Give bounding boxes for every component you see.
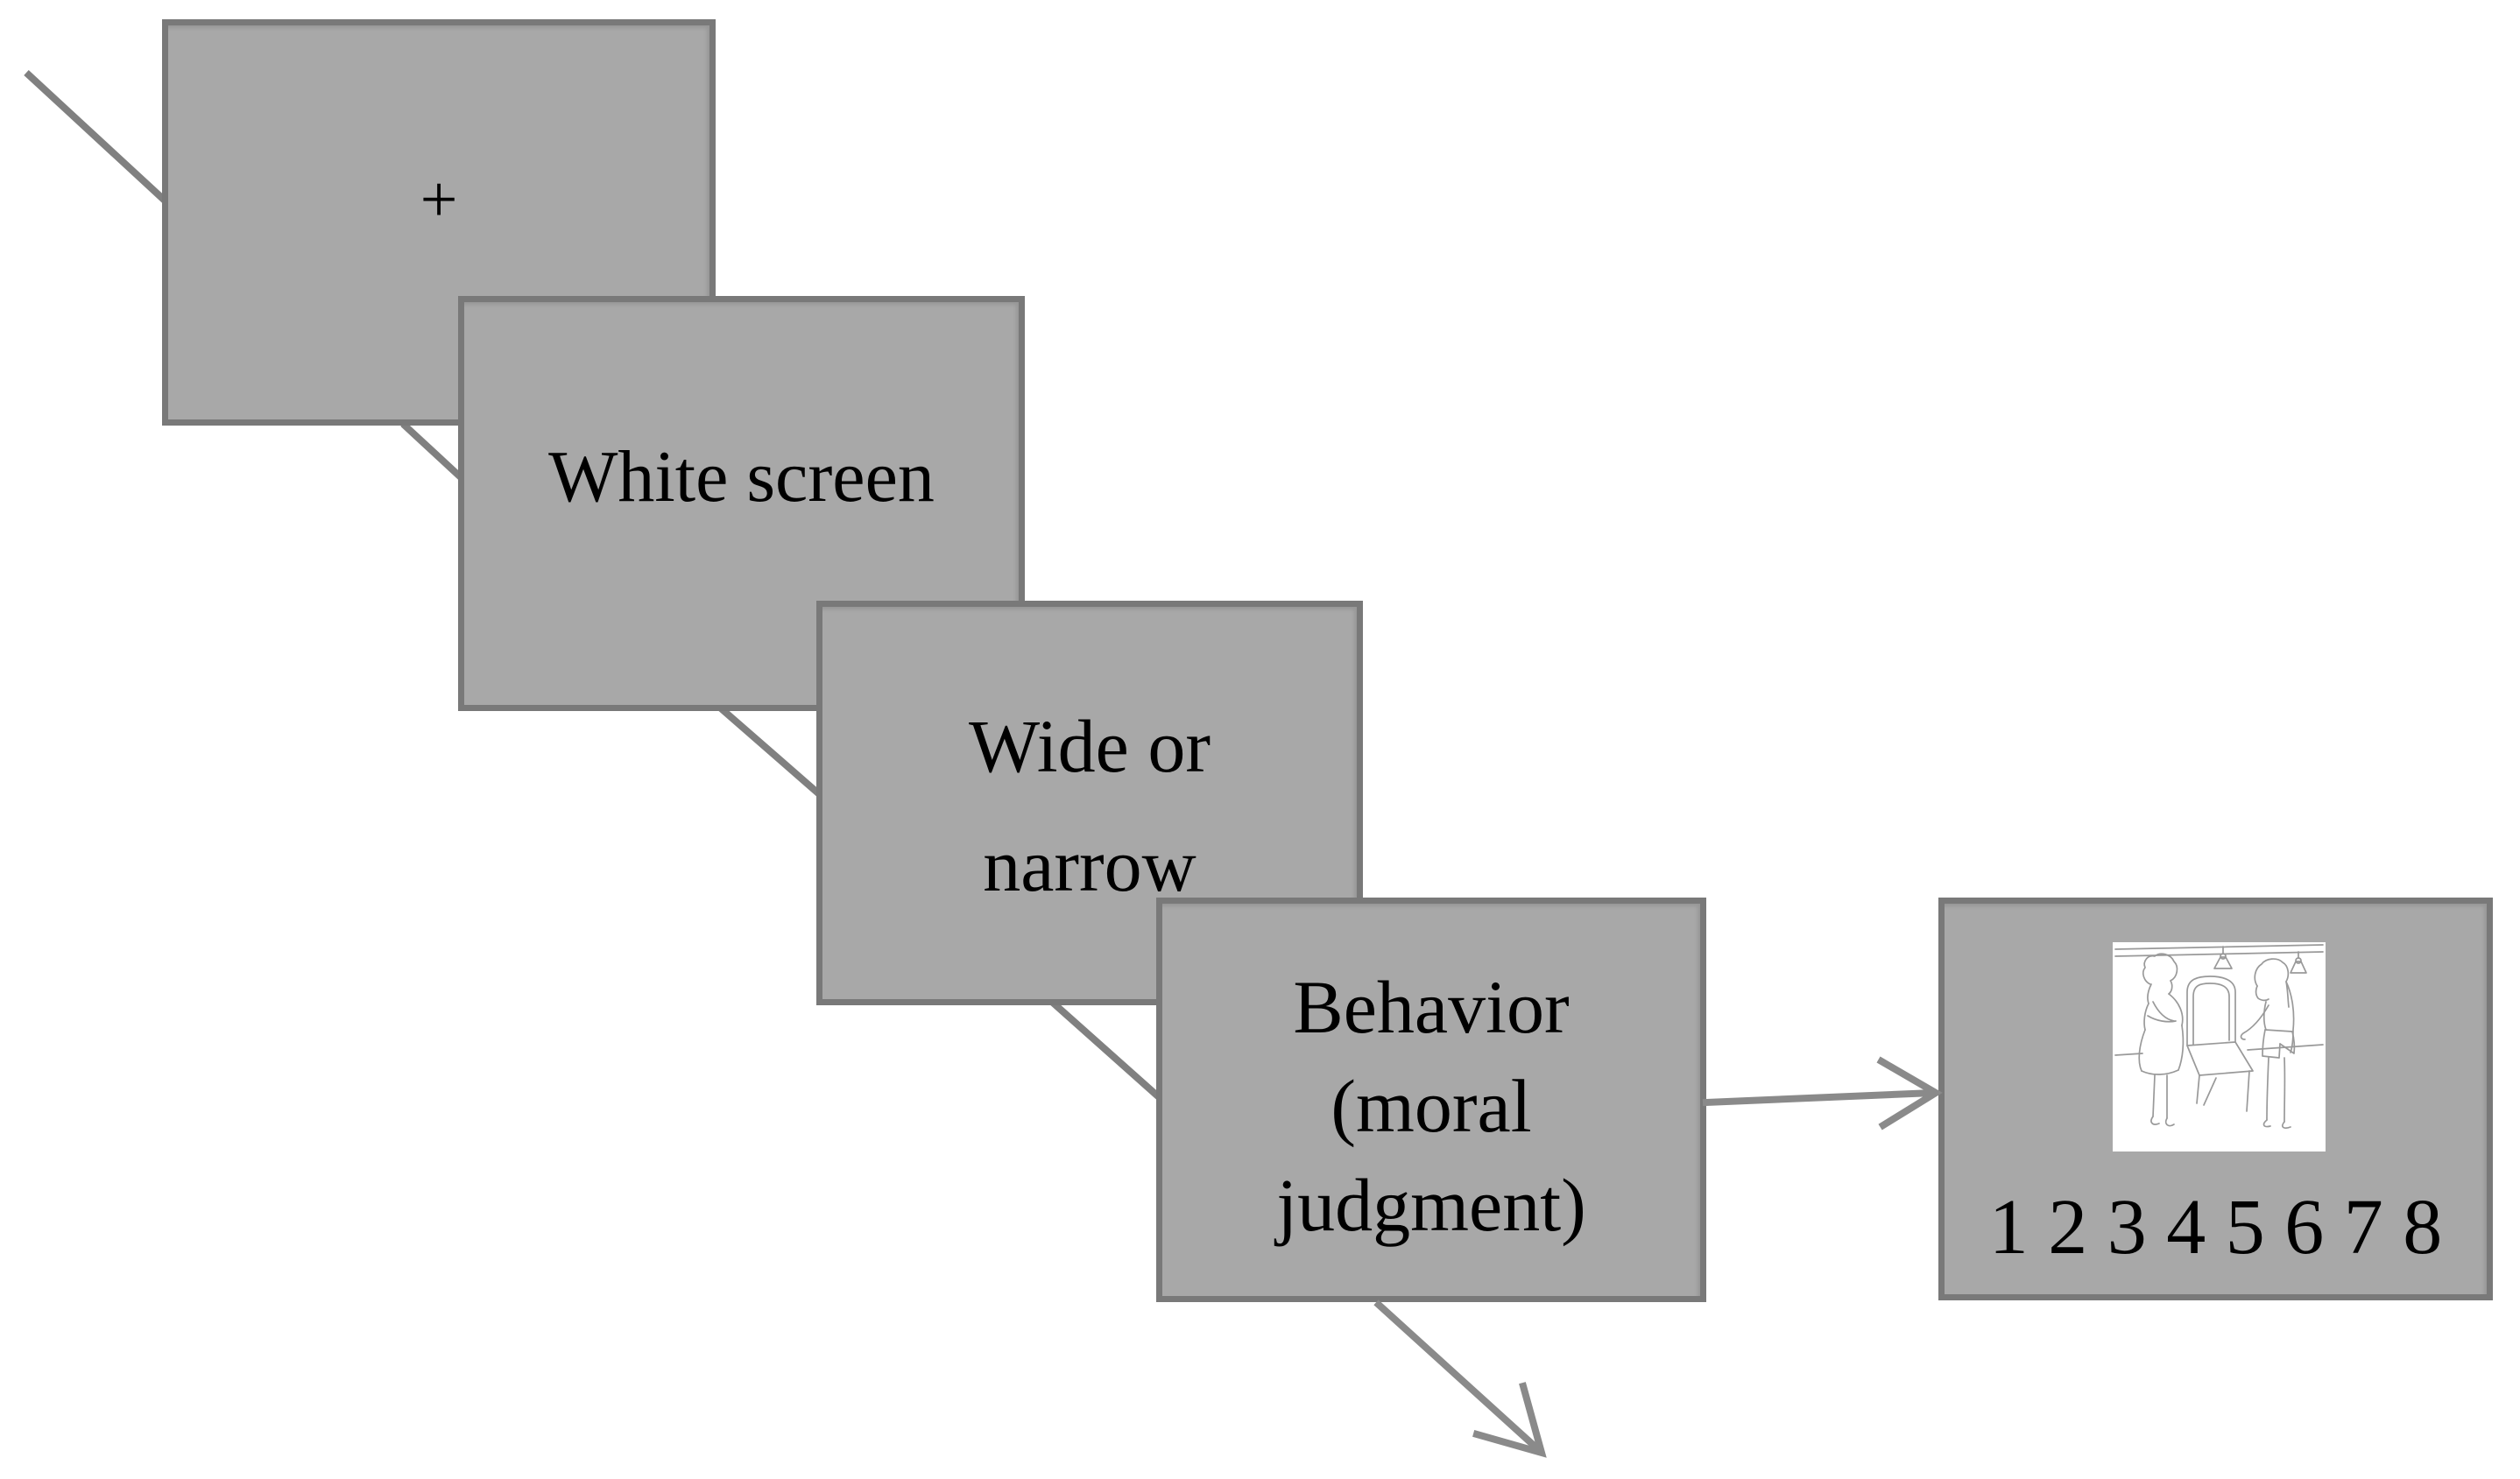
wide-narrow-label-line1: Wide or: [969, 704, 1211, 788]
moral-scenario-line-drawing: [2113, 942, 2326, 1152]
screen-box-fixation: +: [162, 19, 716, 426]
white-screen-label: White screen: [548, 436, 935, 518]
stimulus-sketch-svg: [2114, 944, 2324, 1130]
behavior-label-line2: (moral: [1331, 1063, 1532, 1148]
behavior-label-line3: judgment): [1276, 1162, 1586, 1247]
rating-scale-numbers: 1 2 3 4 5 6 7 8: [1988, 1184, 2443, 1271]
connector-line-2-3: [717, 704, 833, 807]
wide-narrow-label-line2: narrow: [983, 823, 1196, 907]
screen-box-rating: 1 2 3 4 5 6 7 8: [1938, 898, 2493, 1300]
behavior-label-line1: Behavior: [1293, 964, 1570, 1049]
connector-line-3-4: [1050, 1000, 1176, 1113]
screen-box-behavior-moral-judgment: Behavior (moral judgment): [1156, 898, 1706, 1302]
screen-box-white-screen: White screen: [458, 296, 1025, 711]
fixation-cross: +: [420, 163, 458, 236]
connector-line-start: [24, 70, 178, 213]
